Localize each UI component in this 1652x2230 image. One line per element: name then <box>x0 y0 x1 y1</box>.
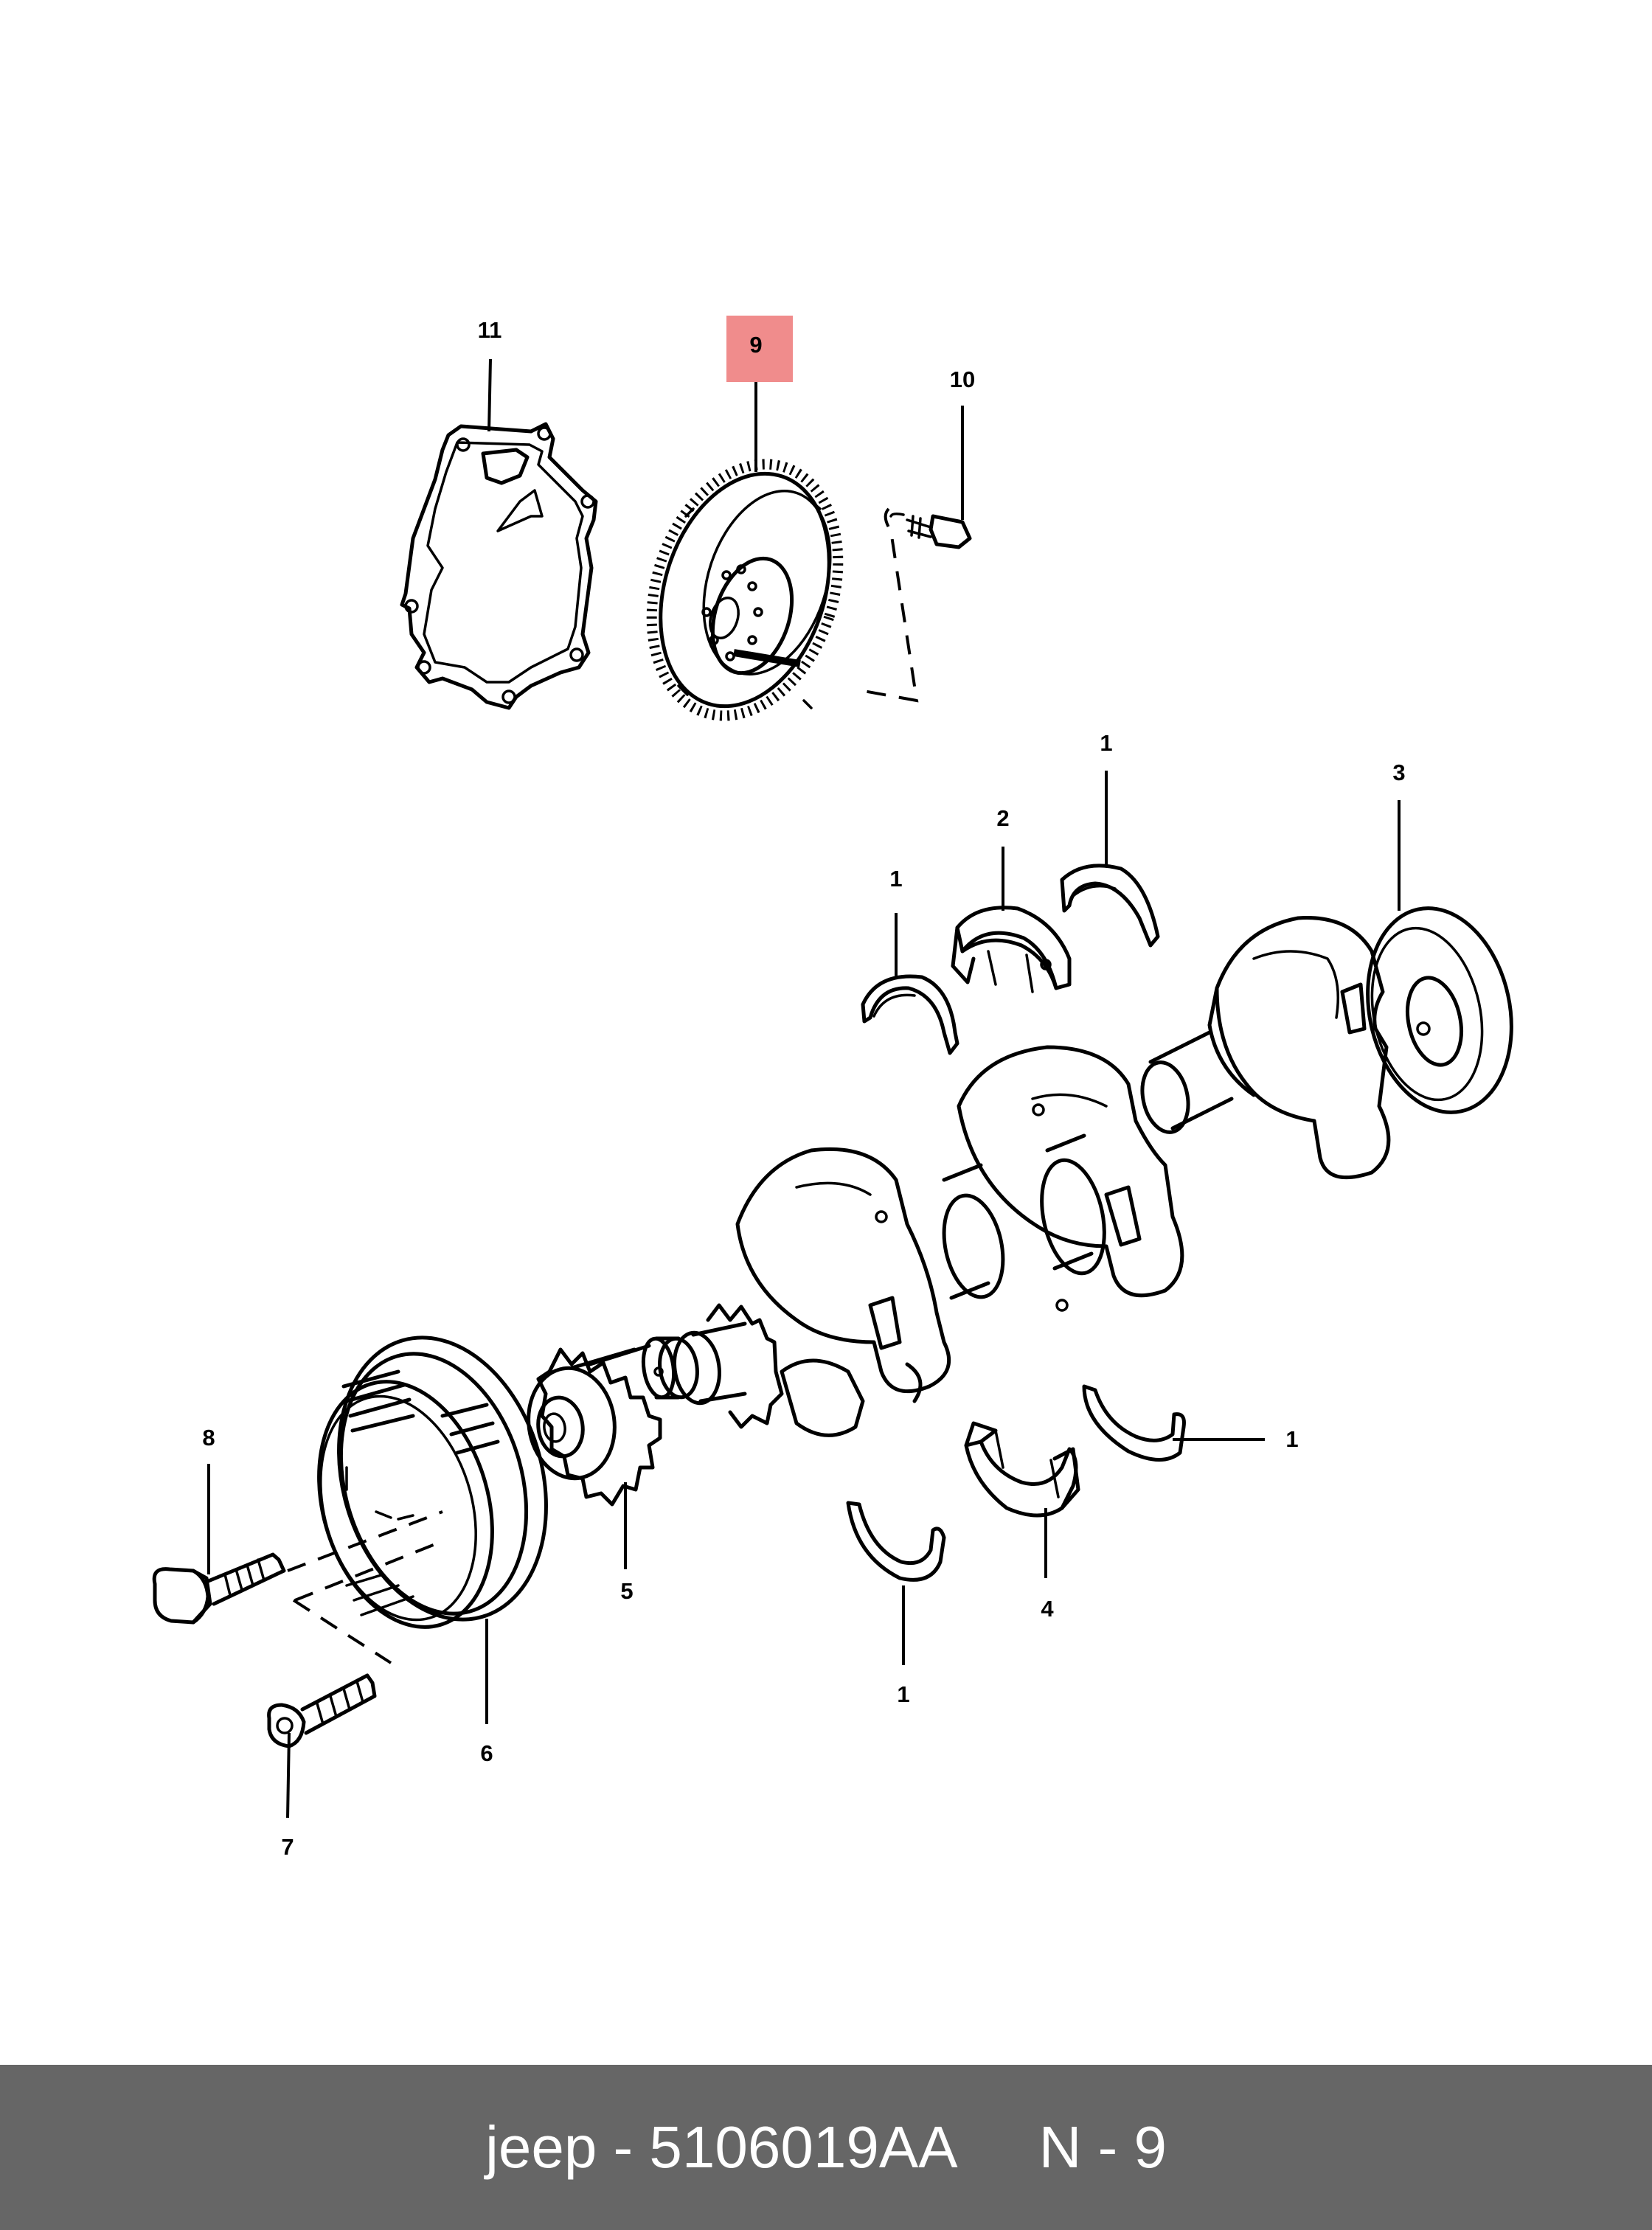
callout-3[interactable]: 3 <box>1392 760 1405 785</box>
callout-7[interactable]: 7 <box>281 1834 294 1860</box>
bearing-shell-bottom <box>846 1501 946 1582</box>
bearing-shell-lower-right <box>1082 1384 1186 1462</box>
callout-1-right[interactable]: 1 <box>1285 1426 1298 1452</box>
callout-11[interactable]: 11 <box>478 317 502 343</box>
thrust-bearing-upper <box>951 906 1072 993</box>
callout-highlight <box>726 316 793 382</box>
crankshaft-exploded-diagram: 11 9 10 1 3 2 1 1 8 5 4 1 6 7 <box>152 316 1513 1860</box>
crank-damper-pulley <box>317 1335 548 1629</box>
callout-8[interactable]: 8 <box>202 1425 215 1451</box>
bearing-shell-upper-left <box>861 974 959 1055</box>
callout-2[interactable]: 2 <box>996 805 1009 831</box>
callout-10[interactable]: 10 <box>950 367 975 392</box>
callout-9[interactable]: 9 <box>749 332 762 358</box>
damper-bolt <box>267 1599 392 1748</box>
crankshaft <box>641 906 1513 1437</box>
callout-1-left[interactable]: 1 <box>889 866 902 892</box>
footer-diagram-ref: N - 9 <box>1038 2114 1167 2180</box>
leader-lines <box>207 358 1401 1819</box>
flywheel <box>646 459 844 721</box>
thrust-bearing-lower <box>964 1421 1080 1518</box>
part-number-footer: jeep - 5106019AA N - 9 <box>0 2065 1652 2230</box>
bearing-shell-top <box>1060 864 1160 948</box>
footer-brand-part: jeep - 5106019AA <box>485 2114 958 2180</box>
callout-4[interactable]: 4 <box>1041 1596 1054 1622</box>
callout-5[interactable]: 5 <box>620 1578 633 1604</box>
callout-1-bottom[interactable]: 1 <box>897 1681 909 1707</box>
callout-6[interactable]: 6 <box>480 1740 493 1766</box>
adapter-plate <box>400 422 598 710</box>
callout-labels: 11 9 10 1 3 2 1 1 8 5 4 1 6 7 <box>202 317 1405 1860</box>
crank-sprocket <box>527 1344 662 1507</box>
flywheel-bolt <box>855 507 972 703</box>
callout-1-top[interactable]: 1 <box>1100 730 1112 756</box>
damper-center-bolt <box>152 1510 443 1625</box>
